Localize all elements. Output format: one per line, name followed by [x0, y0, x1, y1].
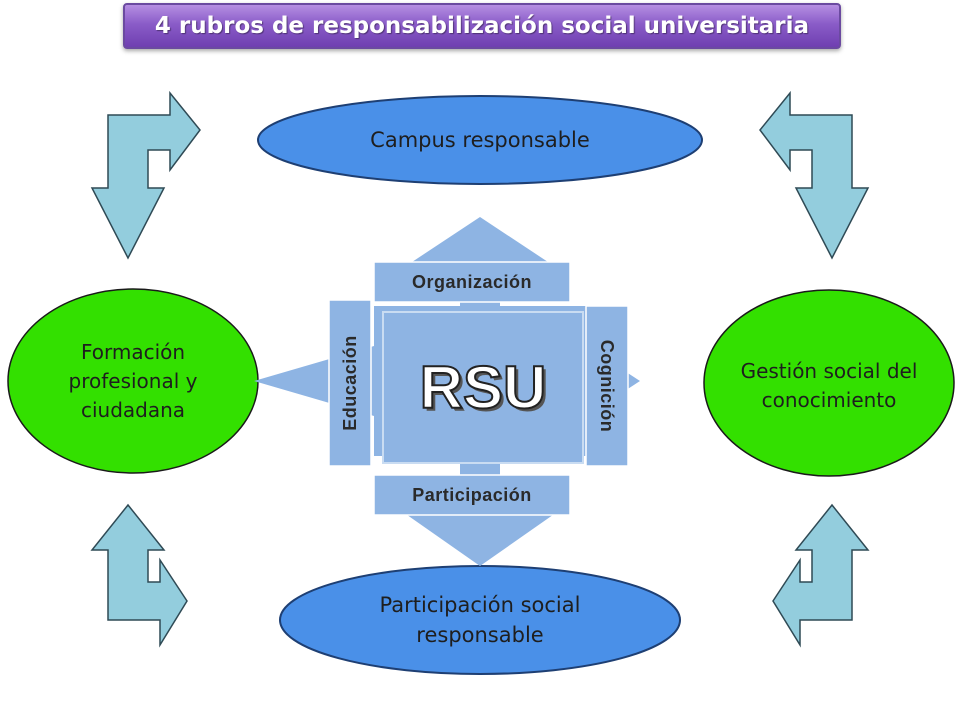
band-right-label: Cognición [597, 339, 618, 433]
center-square [382, 311, 584, 464]
node-top-text: Campus responsable [270, 110, 690, 170]
node-left-line1: Formación [80, 339, 186, 364]
node-bottom-line1: Participación social [379, 592, 581, 617]
node-top-line1: Campus responsable [370, 127, 590, 152]
node-left-text: Formación profesional y ciudadana [20, 318, 246, 444]
node-bottom-line2: responsable [416, 623, 544, 647]
corner-arrow-top-right [759, 90, 870, 260]
node-top-ellipse [257, 95, 703, 185]
node-left-line2: profesional y [68, 368, 198, 393]
corner-arrow-bottom-left [90, 503, 188, 648]
band-top [373, 261, 571, 303]
band-left-label: Educación [339, 335, 360, 431]
corner-arrow-top-left [90, 90, 201, 260]
node-right-text: Gestión social del conocimiento [712, 348, 946, 424]
node-right-line2: conocimiento [761, 388, 897, 412]
band-bottom [373, 474, 571, 516]
node-right-ellipse [703, 289, 955, 477]
corner-arrow-bottom-right [772, 503, 870, 648]
band-bottom-label: Participación [412, 484, 532, 505]
title-banner: 4 rubros de responsabilización social un… [123, 3, 841, 49]
node-left-line3: ciudadana [80, 397, 186, 422]
band-right [585, 305, 629, 467]
band-top-label: Organización [411, 271, 533, 292]
band-left [328, 299, 372, 467]
center-label: RSU [419, 353, 548, 422]
node-bottom-text: Participación social responsable [290, 575, 670, 665]
diagram-title: 4 rubros de responsabilización social un… [154, 13, 810, 39]
node-right-line1: Gestión social del [740, 359, 918, 383]
